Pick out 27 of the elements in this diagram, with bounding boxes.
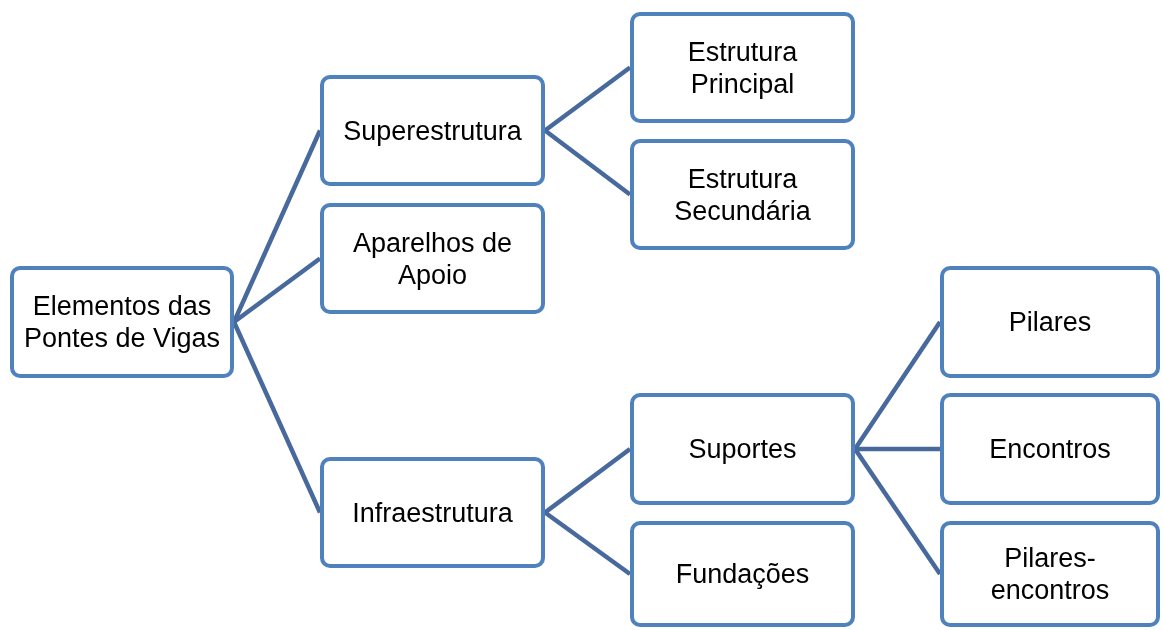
connector-line [543, 65, 632, 133]
process-box [320, 75, 545, 186]
box-label: Suportes [687, 433, 798, 465]
connector-line [543, 510, 632, 576]
process-box [630, 521, 855, 627]
box-label: Pilares [1007, 306, 1093, 338]
process-box [940, 521, 1160, 627]
process-box [940, 393, 1160, 505]
process-box [320, 203, 545, 314]
box-label: Estrutura Secundária [673, 162, 812, 227]
box-label: Elementos das Pontes de Vigas [22, 290, 222, 354]
box-label: Superestrutura [342, 114, 523, 147]
connector-line [543, 447, 632, 515]
process-box [10, 266, 234, 378]
box-label: Pilares-encontros [989, 542, 1111, 606]
process-box [630, 12, 855, 123]
connector-line [543, 128, 632, 197]
process-box [940, 266, 1160, 378]
box-label: Encontros [988, 433, 1112, 465]
box-label: Estrutura Principal [686, 35, 799, 100]
process-box [630, 139, 855, 250]
process-box [320, 457, 545, 568]
connector-line [855, 446, 940, 452]
box-label: Aparelhos de Apoio [351, 226, 514, 291]
box-label: Infraestrutura [351, 496, 514, 529]
process-box [630, 393, 855, 505]
box-label: Fundações [674, 558, 811, 590]
